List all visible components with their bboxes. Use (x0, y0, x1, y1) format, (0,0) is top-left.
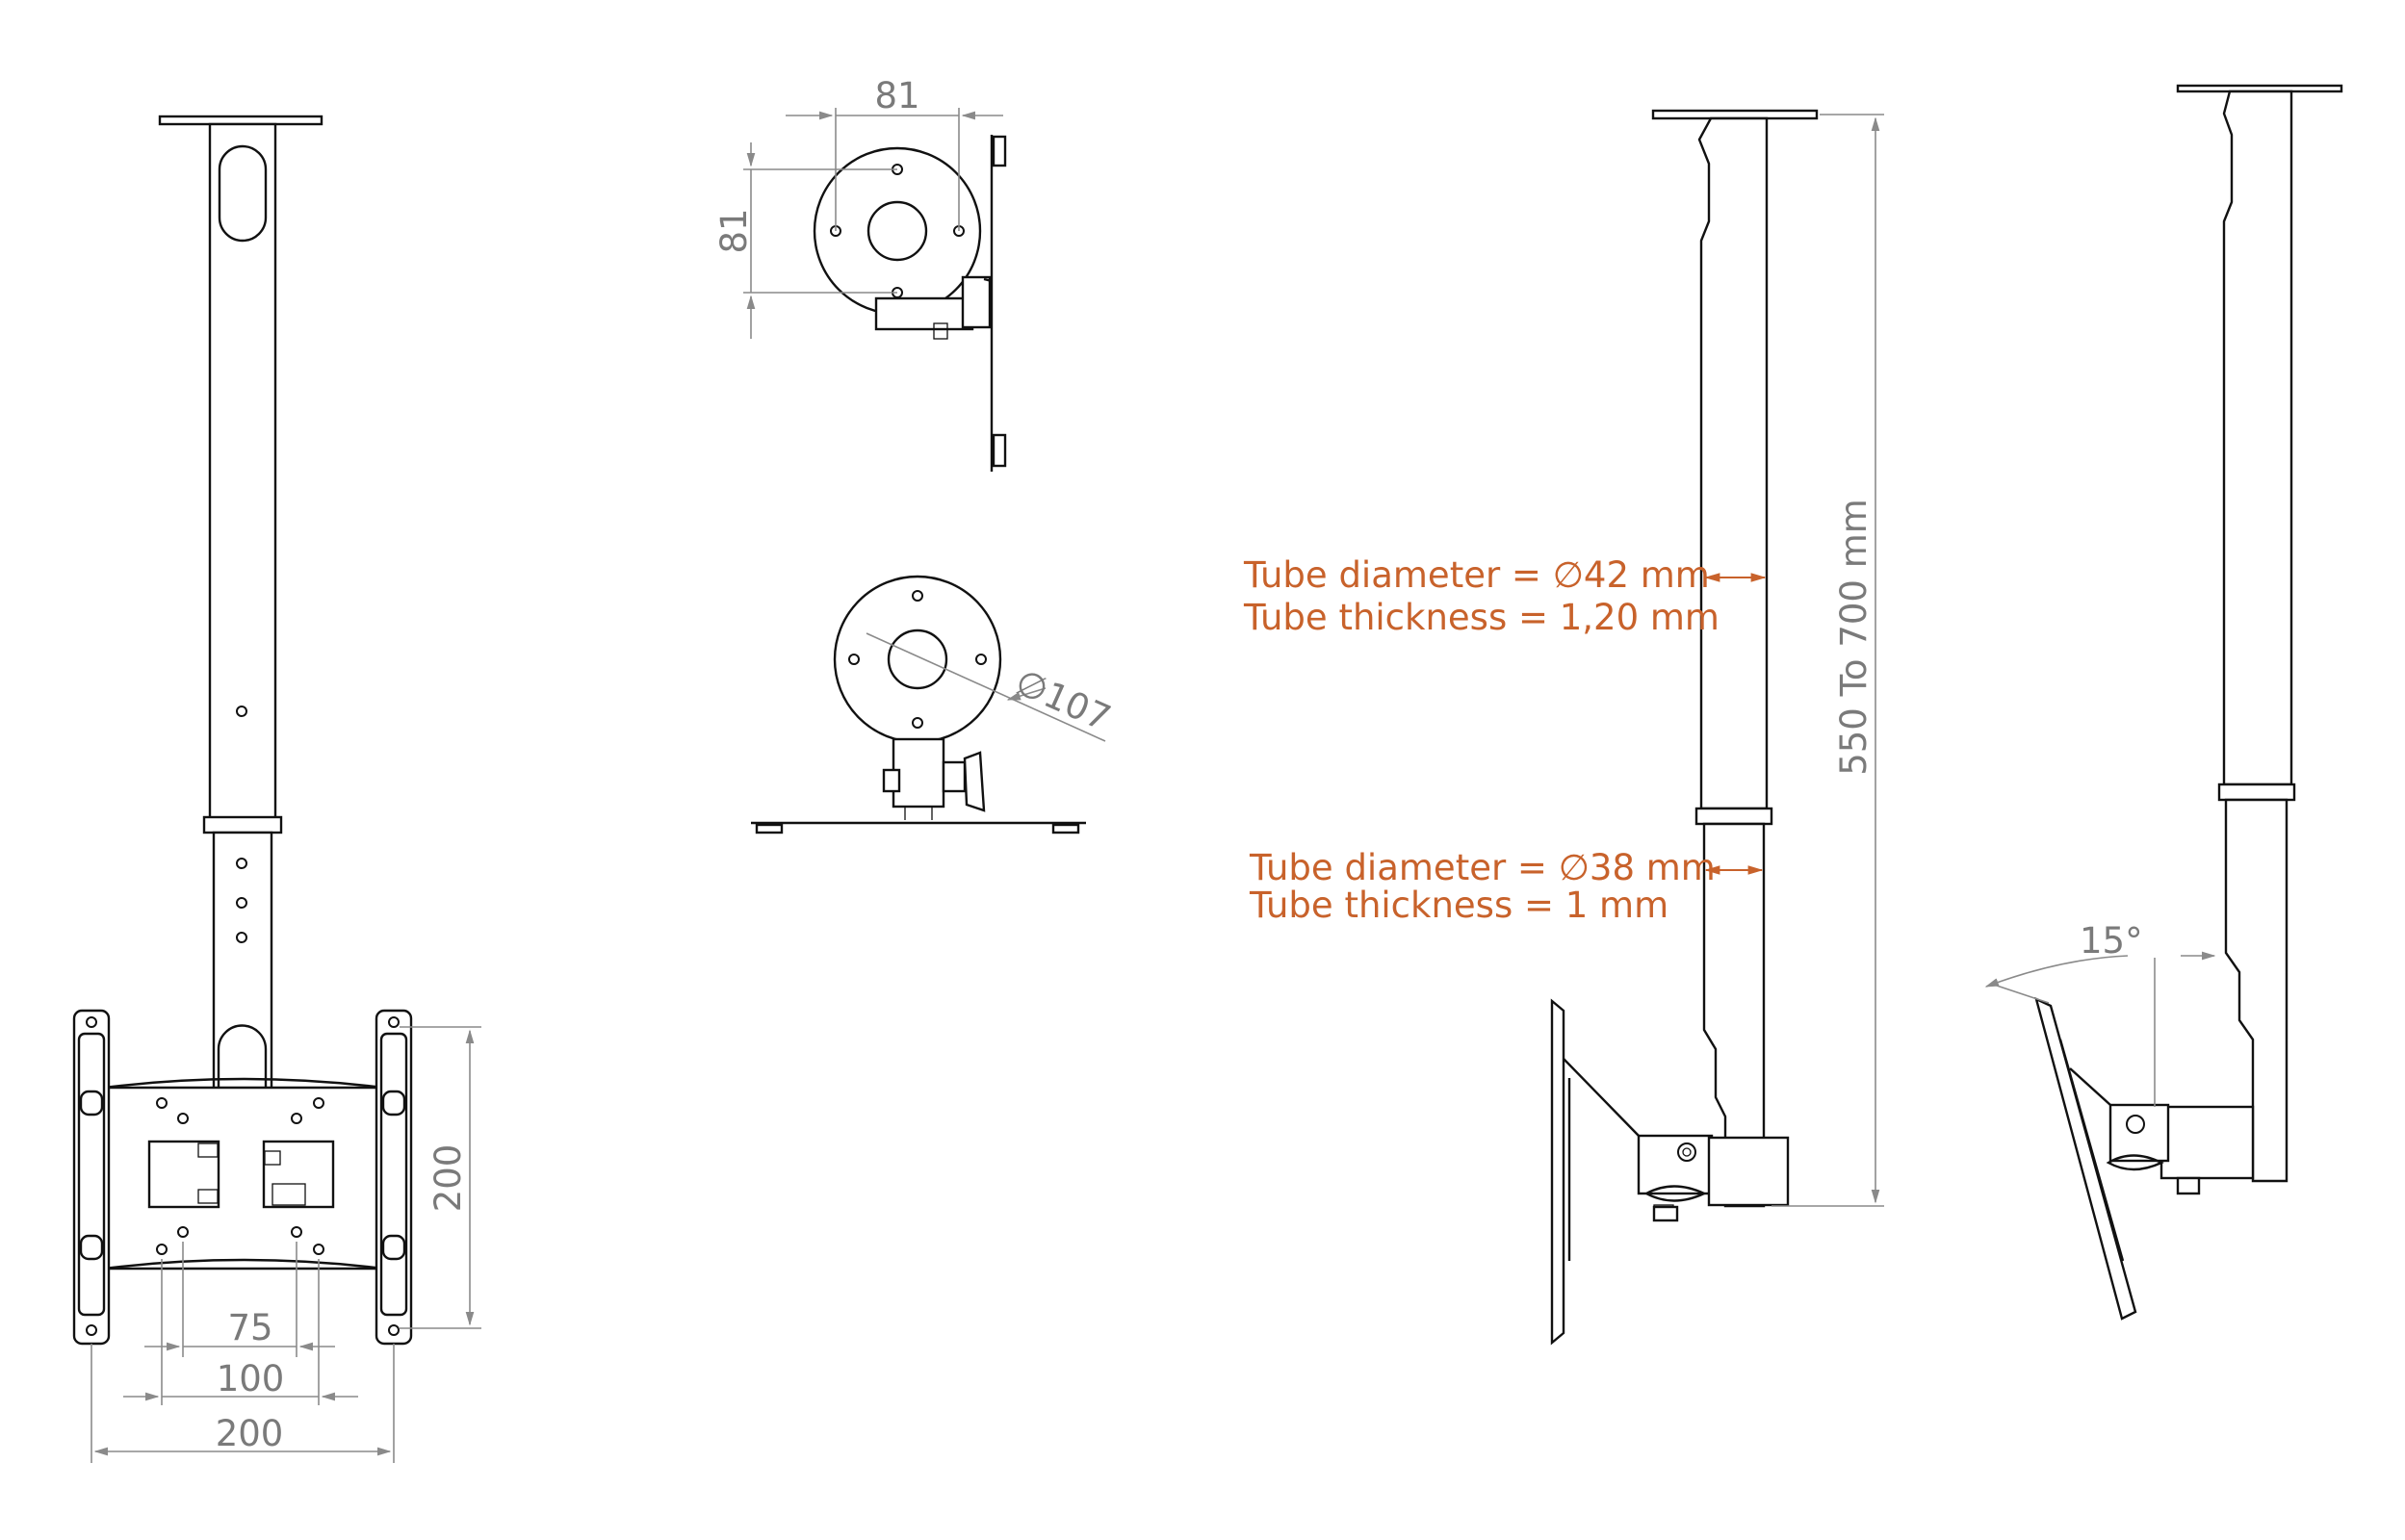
top-height-label: 81 (713, 208, 755, 253)
plate-diameter-label: ∅107 (1009, 661, 1116, 739)
dimension-lines-top (743, 108, 1003, 339)
front-view: 75 100 200 200 (72, 115, 481, 1463)
side-view: 550 To 700 mm Tube diameter = ∅42 mm Tub… (1243, 109, 1884, 1346)
top-width-label: 81 (874, 75, 919, 116)
vesa-100-label: 100 (217, 1358, 285, 1399)
dimension-lines-side (1771, 114, 1884, 1207)
plate-view: ∅107 (751, 575, 1117, 834)
top-view: 81 81 (713, 75, 1007, 472)
vesa-200-width-label: 200 (216, 1413, 284, 1454)
dimension-lines-front (91, 1026, 481, 1463)
length-range-label: 550 To 700 mm (1833, 499, 1875, 776)
upper-tube-diameter-label: Tube diameter = ∅42 mm (1243, 554, 1710, 596)
lower-tube-thickness-label: Tube thickness = 1 mm (1249, 885, 1668, 926)
vesa-75-label: 75 (227, 1307, 272, 1348)
upper-tube-thickness-label: Tube thickness = 1,20 mm (1243, 597, 1720, 638)
tilted-side-view: 15° (1984, 84, 2343, 1321)
tilt-angle-label: 15° (2080, 920, 2143, 962)
vesa-200-height-label: 200 (427, 1144, 469, 1213)
lower-tube-diameter-label: Tube diameter = ∅38 mm (1249, 847, 1716, 888)
